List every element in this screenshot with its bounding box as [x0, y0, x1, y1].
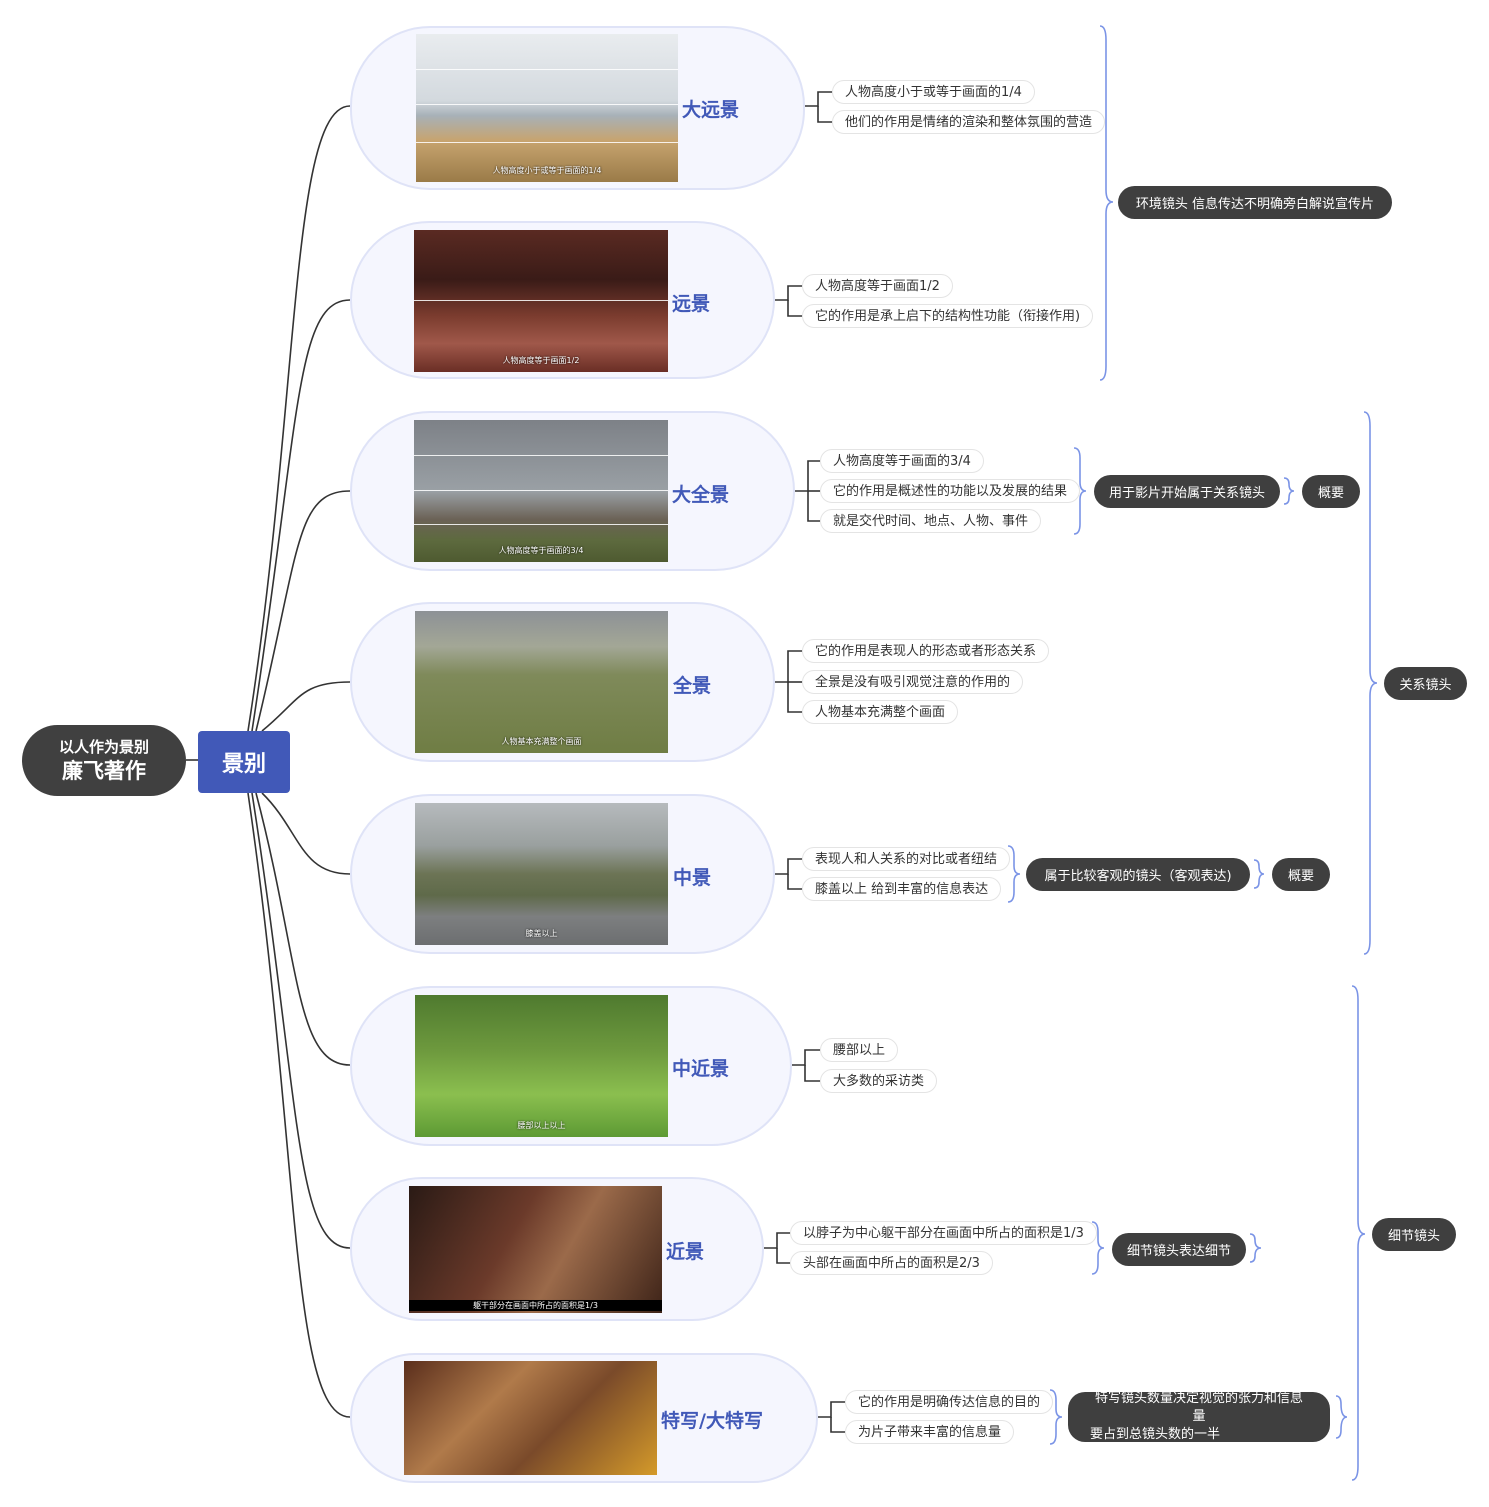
summary-relation-shot[interactable]: 关系镜头 — [1384, 667, 1467, 700]
shot-photo: 膝盖以上 — [415, 803, 668, 945]
photo-caption: 腰部以上以上 — [517, 1121, 566, 1130]
note-item[interactable]: 表现人和人关系的对比或者纽结 — [802, 847, 1011, 871]
note-item[interactable]: 他们的作用是情绪的渲染和整体氛围的营造 — [832, 110, 1106, 134]
note-item[interactable]: 人物高度等于画面1/2 — [802, 274, 953, 298]
summary-overview[interactable]: 概要 — [1272, 858, 1330, 891]
summary-opening-relation[interactable]: 用于影片开始属于关系镜头 — [1094, 475, 1280, 508]
note-item[interactable]: 腰部以上 — [820, 1038, 899, 1062]
summary-closeup-line1: 特写镜头数量决定视觉的张力和信息量 — [1094, 1391, 1303, 1424]
shot-photo: 腰部以上以上 — [415, 995, 668, 1137]
shot-photo: 人物高度小于或等于画面的1/4 — [416, 34, 678, 182]
shot-title: 全景 — [673, 675, 712, 697]
shot-title: 大全景 — [672, 484, 730, 506]
note-item[interactable]: 它的作用是概述性的功能以及发展的结果 — [820, 479, 1081, 503]
main-topic[interactable]: 景别 — [198, 731, 290, 793]
note-item[interactable]: 人物高度等于画面的3/4 — [820, 449, 984, 473]
note-item[interactable]: 为片子带来丰富的信息量 — [845, 1420, 1015, 1444]
note-item[interactable]: 人物基本充满整个画面 — [802, 700, 959, 724]
summary-objective[interactable]: 属于比较客观的镜头（客观表达) — [1026, 858, 1250, 891]
photo-caption: 膝盖以上 — [525, 929, 558, 938]
shot-photo: 人物基本充满整个画面 — [415, 611, 668, 753]
photo-caption: 人物高度小于或等于画面的1/4 — [492, 166, 602, 175]
note-item[interactable]: 全景是没有吸引观觉注意的作用的 — [802, 670, 1024, 694]
root-line2: 廉飞著作 — [62, 758, 146, 783]
photo-caption: 人物高度等于画面1/2 — [502, 356, 580, 365]
summary-closeup-ratio[interactable]: 特写镜头数量决定视觉的张力和信息量 要占到总镜头数的一半 — [1068, 1391, 1330, 1442]
note-item[interactable]: 头部在画面中所占的面积是2/3 — [790, 1251, 993, 1275]
summary-detail-express[interactable]: 细节镜头表达细节 — [1112, 1233, 1246, 1266]
photo-caption: 人物高度等于画面的3/4 — [498, 546, 584, 555]
note-item[interactable]: 它的作用是承上启下的结构性功能（衔接作用) — [802, 304, 1094, 328]
note-item[interactable]: 膝盖以上 给到丰富的信息表达 — [802, 877, 1002, 901]
summary-environment[interactable]: 环境镜头 信息传达不明确旁白解说宣传片 — [1118, 186, 1392, 219]
note-item[interactable]: 大多数的采访类 — [820, 1069, 938, 1093]
summary-closeup-line2: 要占到总镜头数的一半 — [1090, 1427, 1221, 1442]
root-line1: 以人作为景别 — [58, 737, 149, 756]
summary-overview[interactable]: 概要 — [1302, 475, 1360, 508]
note-item[interactable]: 人物高度小于或等于画面的1/4 — [832, 80, 1035, 104]
shot-title: 大远景 — [682, 99, 740, 121]
note-item[interactable]: 就是交代时间、地点、人物、事件 — [820, 509, 1042, 533]
shot-title: 远景 — [672, 293, 711, 315]
shot-photo: 躯干部分在画面中所占的面积是1/3 — [409, 1186, 662, 1313]
root-topic[interactable]: 以人作为景别 廉飞著作 — [22, 725, 186, 796]
shot-photo: 人物高度等于画面1/2 — [414, 230, 668, 372]
note-item[interactable]: 以脖子为中心躯干部分在画面中所占的面积是1/3 — [790, 1221, 1097, 1245]
shot-photo — [404, 1361, 657, 1475]
shot-title: 特写/大特写 — [661, 1410, 763, 1432]
summary-detail-shot[interactable]: 细节镜头 — [1372, 1218, 1456, 1251]
photo-caption: 躯干部分在画面中所占的面积是1/3 — [409, 1300, 662, 1311]
photo-caption: 人物基本充满整个画面 — [501, 737, 582, 746]
shot-title: 中近景 — [672, 1058, 730, 1080]
shot-title: 近景 — [666, 1241, 705, 1263]
note-item[interactable]: 它的作用是表现人的形态或者形态关系 — [802, 639, 1050, 663]
shot-title: 中景 — [673, 867, 712, 889]
note-item[interactable]: 它的作用是明确传达信息的目的 — [845, 1390, 1054, 1414]
shot-photo: 人物高度等于画面的3/4 — [414, 420, 668, 562]
